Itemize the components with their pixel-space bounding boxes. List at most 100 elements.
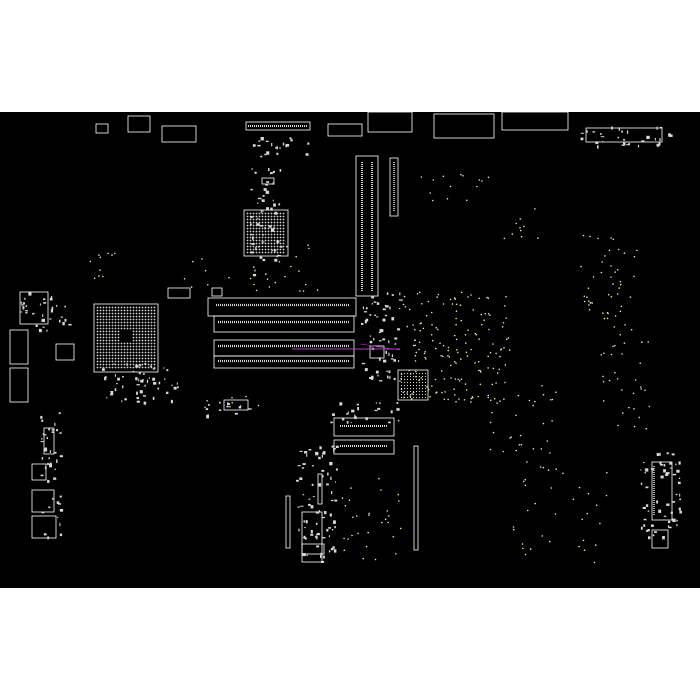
cpu-socket-top-ball xyxy=(270,251,273,254)
cpu-bga-ball xyxy=(120,309,123,312)
cpu-bga-ball xyxy=(120,348,123,351)
test-point-0 xyxy=(400,377,403,380)
pad-cluster-7 xyxy=(46,463,50,465)
cpu-bga-ball xyxy=(144,333,147,336)
test-point-0 xyxy=(447,398,449,401)
test-point-3 xyxy=(588,308,591,311)
chipset-ball xyxy=(409,375,412,378)
pad-cluster-3 xyxy=(357,407,359,411)
pad-cluster-6 xyxy=(678,461,681,465)
chipset-ball xyxy=(406,378,409,381)
pad-cluster-1 xyxy=(110,391,114,395)
cpu-socket-top-ball xyxy=(282,224,285,227)
pad-cluster-6 xyxy=(650,524,654,527)
cpu-bga-ball xyxy=(114,330,117,333)
cpu-bga-ball xyxy=(96,315,99,318)
cpu-bga-ball xyxy=(141,363,144,366)
test-point-7 xyxy=(374,558,377,561)
pad-cluster-4 xyxy=(364,368,368,372)
cpu-bga-ball xyxy=(111,357,114,360)
cpu-bga-ball xyxy=(138,309,141,312)
pad-cluster-6 xyxy=(672,518,676,522)
chipset-ball xyxy=(412,372,415,375)
cpu-socket-top-ball xyxy=(267,236,270,239)
pad-cluster-7 xyxy=(47,479,50,483)
cpu-bga-ball xyxy=(105,348,108,351)
cpu-bga-ball xyxy=(96,366,99,369)
pad-cluster-10 xyxy=(279,169,282,172)
cpu-bga-ball xyxy=(150,315,153,318)
cpu-bga-ball xyxy=(99,351,102,354)
cpu-bga-ball xyxy=(129,351,132,354)
pad-cluster-6 xyxy=(645,486,649,489)
left-chip-b xyxy=(31,489,55,513)
left-chip-a xyxy=(31,463,47,481)
test-point-7 xyxy=(351,534,353,537)
cpu-socket-top-ball xyxy=(282,212,285,215)
pad-cluster-10 xyxy=(257,246,260,248)
cpu-socket-top-ball xyxy=(282,221,285,224)
cpu-bga-ball xyxy=(99,318,102,321)
cpu-bga-ball xyxy=(129,360,132,363)
cpu-bga-ball xyxy=(96,333,99,336)
test-point-0 xyxy=(504,364,507,366)
pad-cluster-4 xyxy=(389,306,391,310)
test-point-6 xyxy=(581,518,583,521)
cpu-bga-ball xyxy=(153,363,156,366)
cpu-bga-ball xyxy=(117,339,120,342)
cpu-bga-ball xyxy=(141,348,144,351)
pad-cluster-9 xyxy=(310,530,313,533)
pad-cluster-2 xyxy=(60,316,64,318)
pad-cluster-10 xyxy=(256,223,260,226)
test-point-3 xyxy=(618,287,620,289)
cpu-bga-ball xyxy=(141,345,144,348)
pad-cluster-4 xyxy=(371,303,373,305)
cpu-bga-ball xyxy=(117,324,120,327)
test-point-0 xyxy=(426,386,428,388)
cpu-bga-ball xyxy=(138,324,141,327)
cpu-bga-ball xyxy=(114,312,117,315)
test-point-0 xyxy=(465,351,468,354)
pad-cluster-9 xyxy=(310,505,314,509)
cpu-bga-ball xyxy=(132,351,135,354)
cpu-bga-ball xyxy=(147,318,150,321)
pad-cluster-5 xyxy=(602,141,604,143)
bga-ball-grids xyxy=(96,212,427,399)
connector-top-1 xyxy=(127,115,151,133)
cpu-bga-ball xyxy=(117,363,120,366)
test-point-4 xyxy=(603,352,605,355)
test-point-3 xyxy=(600,271,603,274)
pad-cluster-3 xyxy=(350,422,352,424)
test-point-0 xyxy=(421,303,423,305)
test-point-0 xyxy=(455,317,457,320)
cpu-bga-ball xyxy=(135,342,138,345)
cpu-bga-ball xyxy=(99,330,102,333)
pad-cluster-2 xyxy=(25,310,29,312)
cpu-bga-ball xyxy=(114,357,117,360)
pad-cluster-6 xyxy=(663,464,666,467)
test-point-0 xyxy=(414,360,417,362)
pad-cluster-9 xyxy=(326,483,329,486)
cpu-bga-ball xyxy=(114,366,117,369)
test-point-0 xyxy=(496,372,499,374)
cpu-bga-ball xyxy=(123,360,126,363)
cpu-bga-ball xyxy=(117,327,120,330)
cpu-bga-ball xyxy=(105,357,108,360)
pad-cluster-10 xyxy=(250,215,253,219)
cpu-bga-ball xyxy=(129,345,132,348)
test-point-5 xyxy=(496,402,498,404)
test-point-4 xyxy=(602,375,604,378)
cpu-bga-ball xyxy=(141,309,144,312)
cpu-socket-top-ball xyxy=(267,227,270,230)
cpu-bga-ball xyxy=(105,306,108,309)
cpu-bga-ball xyxy=(126,312,129,315)
cpu-bga-ball xyxy=(144,324,147,327)
pad-cluster-1 xyxy=(126,363,128,366)
top-connector-b xyxy=(367,112,413,133)
pad-cluster-7 xyxy=(59,533,63,537)
test-point-8 xyxy=(284,275,286,278)
cpu-bga-ball xyxy=(147,333,150,336)
cpu-bga-ball xyxy=(120,345,123,348)
cpu-socket-top-ball xyxy=(246,245,249,248)
pad-cluster-8 xyxy=(234,412,238,415)
